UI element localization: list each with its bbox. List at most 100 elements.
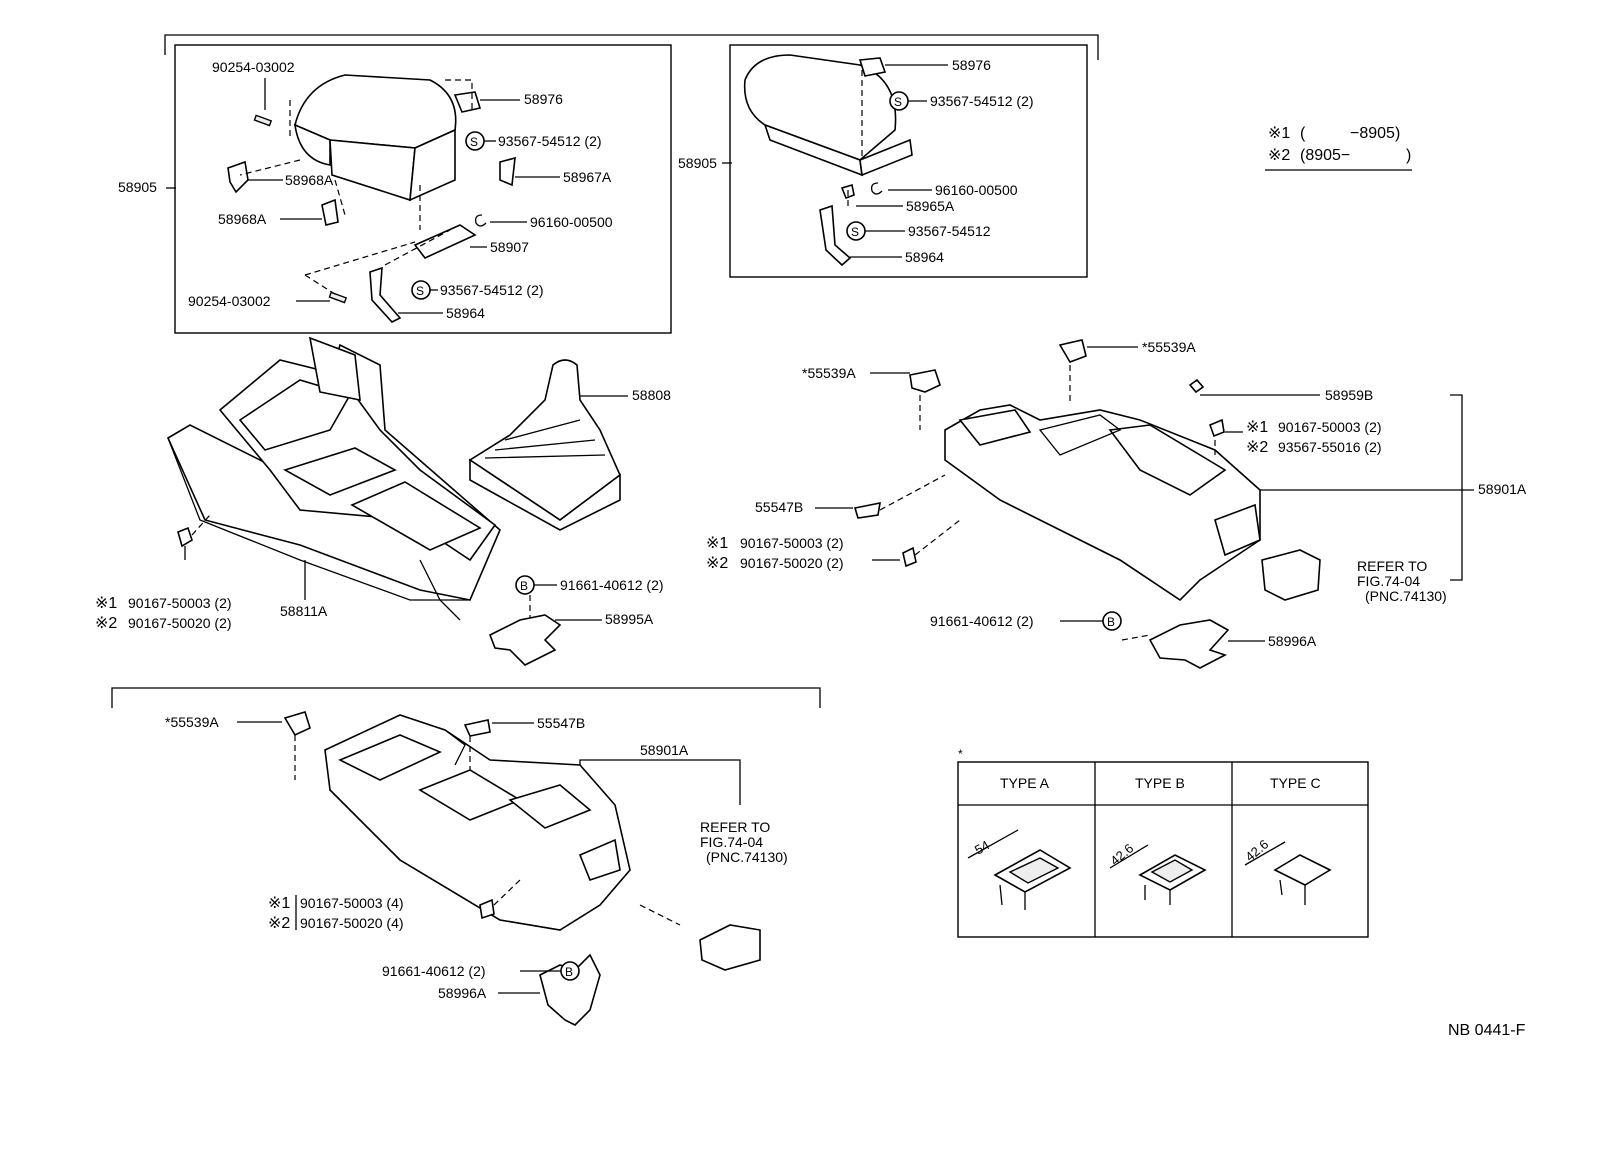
mark-1-b: ※1	[1246, 419, 1268, 436]
symbol-s: S	[470, 135, 478, 149]
label-58967A: 58967A	[563, 169, 612, 185]
label-58959B: 58959B	[1325, 387, 1373, 403]
refer-text-1-bottom: REFER TO	[700, 819, 770, 835]
type-table-star: *	[958, 747, 963, 761]
label-93567-54512-a: 93567-54512 (2)	[498, 133, 602, 149]
label-58995A: 58995A	[605, 611, 654, 627]
clip-symbol-b	[1102, 611, 1122, 631]
label-58808: 58808	[632, 387, 671, 403]
label-93567-55016: 93567-55016 (2)	[1278, 439, 1382, 455]
type-a-drawing: 54	[967, 829, 1072, 910]
label-90167-50003-a: 90167-50003 (2)	[128, 595, 232, 611]
label-55547B-b: 55547B	[537, 715, 585, 731]
label-90167-50003-c: 90167-50003 (2)	[740, 535, 844, 551]
console-58901A-right	[944, 404, 1261, 602]
label-93567-54512-b: 93567-54512 (2)	[440, 282, 544, 298]
label-93567-54512-c: 93567-54512 (2)	[930, 93, 1034, 109]
figure-code: NB 0441-F	[1448, 1022, 1526, 1039]
clips-middle-right	[853, 339, 1225, 568]
label-58907: 58907	[490, 239, 529, 255]
type-table: * TYPE A TYPE B TYPE C 54 42.6 42.6	[957, 747, 1369, 938]
mark-2-c: ※2	[706, 555, 728, 572]
top-left-box	[174, 44, 672, 334]
label-90167-50020-a: 90167-50020 (2)	[128, 615, 232, 631]
bolt-left	[177, 514, 211, 560]
label-91661-40612-a: 91661-40612 (2)	[560, 577, 664, 593]
legend-range-1-open: (	[1300, 125, 1306, 142]
label-55539A-c: *55539A	[165, 714, 219, 730]
mark-1-d: ※1	[268, 895, 290, 912]
label-90167-50003-b: 90167-50003 (2)	[1278, 419, 1382, 435]
type-c-drawing: 42.6	[1242, 837, 1332, 905]
type-b-drawing: 42.6	[1107, 841, 1207, 905]
label-58905-b: 58905	[678, 155, 717, 171]
armrest-lid-right	[743, 54, 913, 177]
labels-top-left: 90254-03002 58976 S 93567-54512 (2) 5890…	[118, 59, 613, 321]
clip-symbol-b	[560, 961, 580, 981]
label-90167-50003-d: 90167-50003 (4)	[300, 895, 404, 911]
bracket-58995A	[488, 585, 562, 666]
refer-text-2-bottom: FIG.74-04	[700, 834, 763, 850]
console-58901A-bottom	[324, 714, 631, 931]
top-right-box	[729, 44, 1088, 278]
refer-part-bottom	[699, 924, 761, 971]
labels-top-right: 58976 S 93567-54512 (2) 58905 96160-0050…	[678, 57, 1034, 265]
bracket-58996A-right	[1121, 619, 1230, 669]
label-58964-b: 58964	[905, 249, 944, 265]
mark-1-a: ※1	[95, 595, 117, 612]
legend-mark-1: ※1	[1268, 125, 1290, 142]
clips-bottom	[283, 711, 681, 926]
mark-2-a: ※2	[95, 615, 117, 632]
type-b-header: TYPE B	[1135, 775, 1185, 791]
refer-part-right	[1261, 549, 1321, 601]
label-55539A-a: *55539A	[802, 365, 856, 381]
hinge-parts-right	[819, 57, 887, 267]
refer-text-3-bottom: (PNC.74130)	[706, 849, 788, 865]
label-90167-50020-c: 90167-50020 (2)	[740, 555, 844, 571]
refer-text-1-right: REFER TO	[1357, 558, 1427, 574]
symbol-b: B	[520, 579, 528, 593]
label-91661-40612-c: 91661-40612 (2)	[382, 963, 486, 979]
symbol-s: S	[851, 225, 859, 239]
label-91661-40612-b: 91661-40612 (2)	[930, 613, 1034, 629]
symbol-s: S	[894, 95, 902, 109]
legend-range-2-start: (8905−	[1300, 147, 1350, 164]
label-96160-00500-b: 96160-00500	[935, 182, 1018, 198]
symbol-b: B	[1107, 615, 1115, 629]
dim-b: 42.6	[1107, 841, 1136, 869]
label-58976-a: 58976	[524, 91, 563, 107]
label-90254-03002-b: 90254-03002	[188, 293, 271, 309]
label-58901A-b: 58901A	[640, 742, 689, 758]
label-58968A-b: 58968A	[218, 211, 267, 227]
label-90167-50020-d: 90167-50020 (4)	[300, 915, 404, 931]
legend-range-1-end: −8905)	[1350, 125, 1400, 142]
label-93567-54512-d: 93567-54512	[908, 223, 991, 239]
mark-2-d: ※2	[268, 915, 290, 932]
hinge-parts-left	[227, 91, 516, 323]
shift-boot-58808	[468, 359, 621, 531]
label-58901A-a: 58901A	[1478, 481, 1527, 497]
labels-middle-right: *55539A *55539A 58959B ※1 90167-50003 (2…	[706, 339, 1527, 649]
label-58964-a: 58964	[446, 305, 485, 321]
label-55539A-b: *55539A	[1142, 339, 1196, 355]
top-group-bracket	[164, 34, 1099, 60]
label-55547B-a: 55547B	[755, 499, 803, 515]
symbol-b: B	[565, 965, 573, 979]
label-90254-03002-a: 90254-03002	[212, 59, 295, 75]
type-a-header: TYPE A	[1000, 775, 1050, 791]
console-box-58811A	[166, 336, 501, 621]
dim-a: 54	[972, 837, 992, 857]
production-legend: ※1 ( −8905) ※2 (8905− )	[1265, 125, 1412, 171]
label-58996A-b: 58996A	[438, 985, 487, 1001]
type-c-header: TYPE C	[1270, 775, 1321, 791]
assembly-lines-top-left	[239, 79, 473, 297]
labels-bottom-left: *55539A 55547B 58901A REFER TO FIG.74-04…	[165, 714, 788, 1001]
refer-text-3-right: (PNC.74130)	[1365, 588, 1447, 604]
symbol-s: S	[416, 284, 424, 298]
mark-1-c: ※1	[706, 535, 728, 552]
bottom-group-bracket	[111, 687, 821, 708]
legend-range-2-close: )	[1406, 147, 1411, 164]
label-58905-a: 58905	[118, 179, 157, 195]
label-58976-b: 58976	[952, 57, 991, 73]
